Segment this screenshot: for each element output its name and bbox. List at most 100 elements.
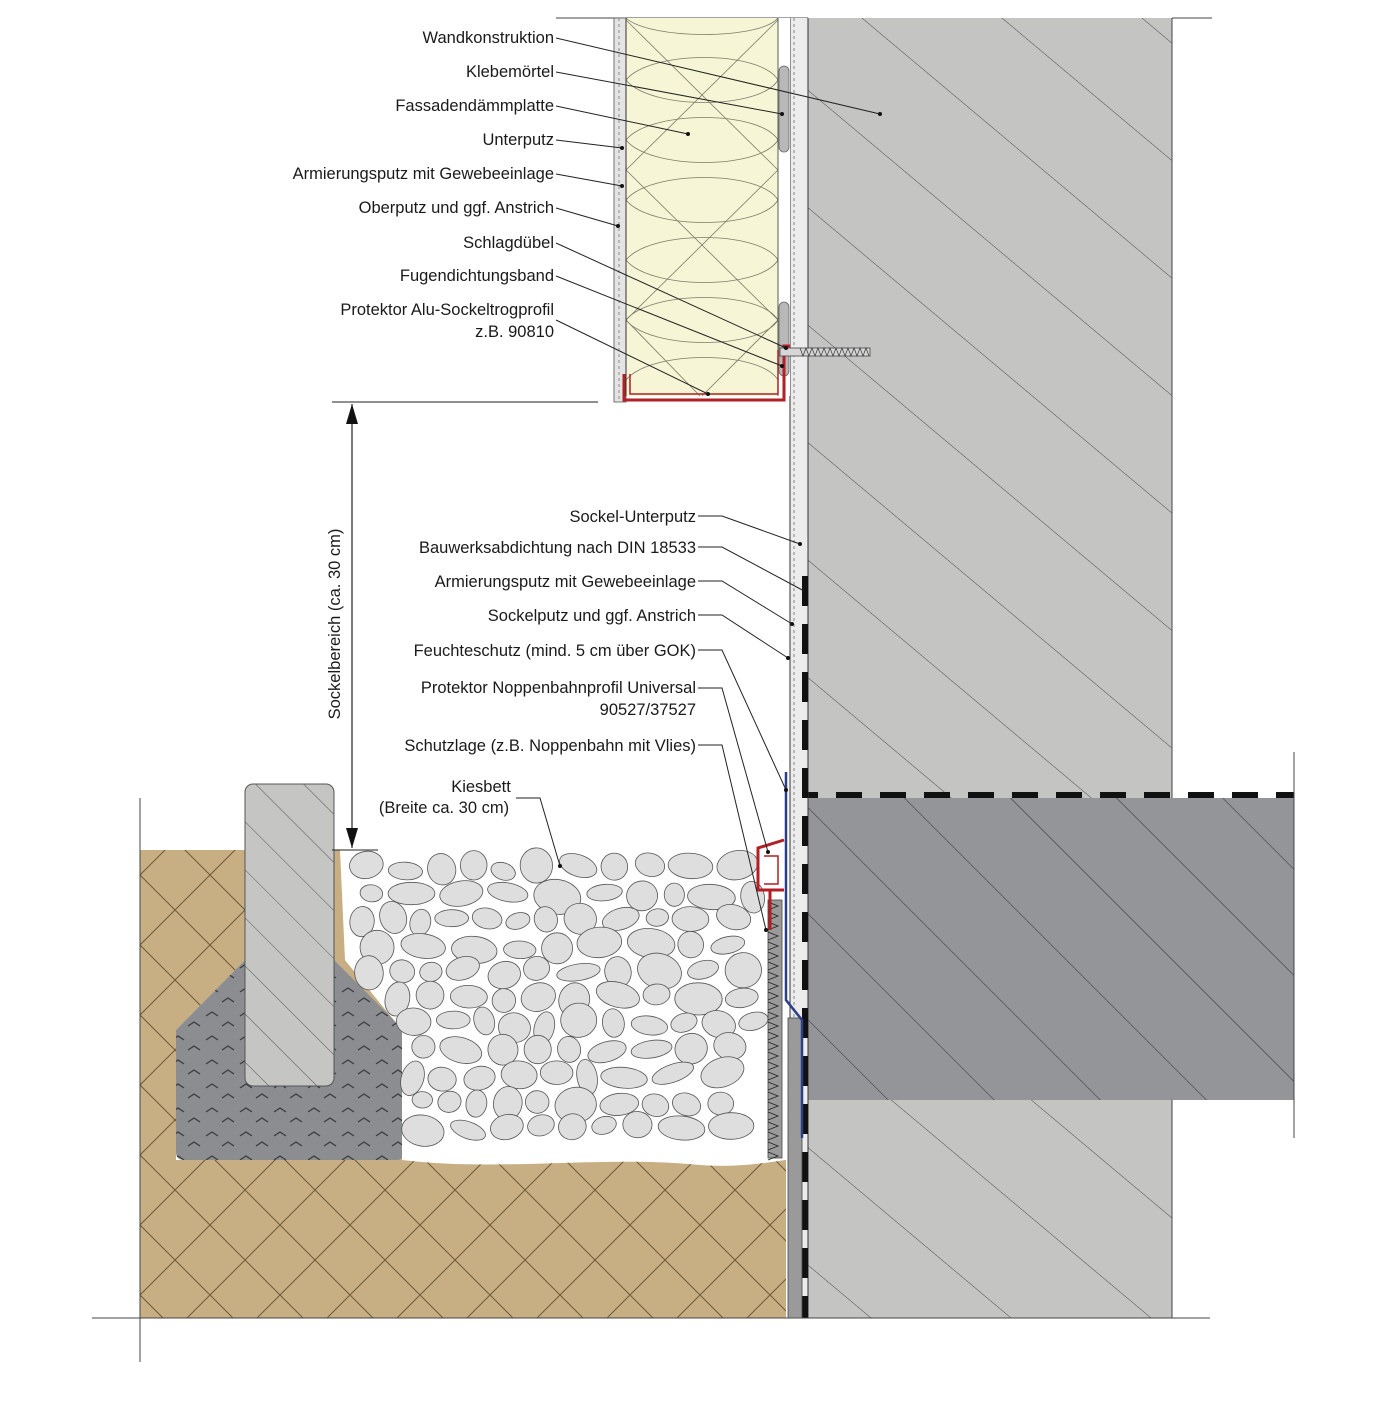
label-kiesbett-line2: (Breite ca. 30 cm) (379, 799, 509, 817)
gravel-stone (527, 1114, 555, 1137)
gravel-stone (672, 1092, 702, 1117)
gravel-stone (591, 1115, 617, 1135)
gravel-stone (634, 852, 666, 877)
gravel-stone (541, 932, 573, 965)
gravel-stone (523, 1034, 552, 1065)
gravel-stone (559, 853, 598, 879)
gravel-stone (700, 1056, 745, 1089)
gravel-stone (465, 1089, 488, 1118)
gravel-stone (677, 930, 704, 959)
gravel-stone (539, 1060, 574, 1085)
gravel-stone (708, 1112, 755, 1140)
floor-slab (808, 752, 1295, 1138)
gravel-stone (519, 847, 553, 884)
label-sockelputz: Sockelputz und ggf. Anstrich (488, 607, 696, 625)
gravel-stone (463, 1065, 496, 1091)
label-sockel-unterputz: Sockel-Unterputz (569, 508, 696, 526)
gravel-stone (491, 988, 516, 1013)
gravel-stone (710, 935, 746, 955)
gravel-stone (384, 981, 411, 1017)
gravel-stone (674, 1032, 708, 1065)
gravel-stone (724, 952, 762, 989)
gravel-stone (586, 883, 623, 902)
gravel-stone (657, 1115, 706, 1141)
gravel-stone (435, 1010, 471, 1030)
dimpled-membrane-profile (756, 838, 785, 930)
label-feuchteschutz: Feuchteschutz (mind. 5 cm über GOK) (414, 642, 696, 660)
gravel-stone (599, 1092, 639, 1116)
label-schutzlage: Schutzlage (z.B. Noppenbahn mit Vlies) (404, 737, 696, 755)
gravel-stone (505, 912, 531, 930)
gravel-stone (473, 1006, 496, 1036)
gravel-stone (525, 1090, 550, 1114)
curb-stone (244, 783, 335, 1087)
gravel-stone (427, 853, 457, 886)
gravel-stone (349, 906, 375, 938)
gravel-stone (503, 940, 537, 960)
leader-lines-lower (516, 515, 808, 932)
gravel-stone (641, 1093, 670, 1117)
labels-upper: Wandkonstruktion Klebemörtel Fassadendäm… (293, 29, 554, 341)
label-fassadendaemmplatte: Fassadendämmplatte (395, 97, 554, 115)
gravel-stone (716, 904, 752, 931)
gravel-stone (387, 881, 436, 906)
gravel-stone (663, 882, 685, 907)
gravel-stone (558, 1113, 587, 1141)
gravel-stone (439, 1036, 483, 1064)
gravel-stone (490, 1113, 524, 1141)
waterproofing-dashes (802, 570, 808, 1318)
gravel-stone (587, 1040, 627, 1064)
gravel-stone (471, 907, 503, 930)
gravel-stone (449, 984, 488, 1009)
gravel-stone (415, 980, 445, 1010)
gravel-stone (487, 881, 529, 903)
gravel-stone (523, 956, 550, 981)
gravel-stone (354, 955, 384, 991)
gravel-stone (434, 909, 469, 928)
label-armierungsputz-unten: Armierungsputz mit Gewebeeinlage (435, 573, 696, 591)
dimension-label: Sockelbereich (ca. 30 cm) (326, 529, 344, 720)
gravel-stone (445, 956, 480, 981)
gravel-stone (437, 1090, 462, 1113)
dimension-line: Sockelbereich (ca. 30 cm) (326, 401, 598, 851)
label-klebemoertel: Klebemörtel (466, 63, 554, 81)
gravel-stone (626, 880, 658, 912)
gravel-stone (630, 1015, 668, 1036)
gravel-stone (645, 908, 669, 927)
gravel-stone (411, 1035, 436, 1059)
gravel-stone (724, 987, 759, 1009)
label-noppenbahnprofil-line1: Protektor Noppenbahnprofil Universal (421, 679, 696, 697)
gravel-stone (500, 1060, 538, 1090)
gravel-bed (340, 847, 780, 1165)
gravel-stone (595, 981, 640, 1009)
label-fugendichtungsband: Fugendichtungsband (400, 267, 554, 285)
gravel-stone (349, 850, 384, 880)
label-unterputz: Unterputz (482, 131, 554, 149)
wall-construction (556, 17, 1212, 1318)
label-kiesbett-line1: Kiesbett (451, 778, 511, 796)
gravel-stone (701, 1010, 736, 1039)
gravel-stone (630, 1039, 673, 1059)
gravel-stone (651, 1061, 694, 1085)
gravel-stone (387, 861, 423, 881)
leader-lines-upper (555, 37, 882, 396)
gravel-stone (557, 1036, 582, 1063)
gravel-stone (490, 861, 516, 881)
gravel-stone (560, 1002, 598, 1038)
gravel-stone (576, 926, 623, 959)
gravel-stone (533, 906, 558, 933)
gravel-stone (411, 1091, 433, 1109)
labels-lower: Sockel-Unterputz Bauwerksabdichtung nach… (379, 508, 696, 817)
gravel-stone (401, 1114, 445, 1147)
facade-insulation (613, 17, 790, 403)
gravel-stone (400, 933, 446, 959)
gravel-stone (687, 959, 719, 980)
dimpled-membrane (767, 899, 803, 1319)
label-sockeltrogprofil-line1: Protektor Alu-Sockeltrogprofil (340, 301, 554, 319)
gravel-stone (642, 983, 671, 1006)
gravel-stone (622, 1111, 653, 1139)
label-schlagduebel: Schlagdübel (463, 234, 554, 252)
gravel-stone (600, 852, 629, 881)
